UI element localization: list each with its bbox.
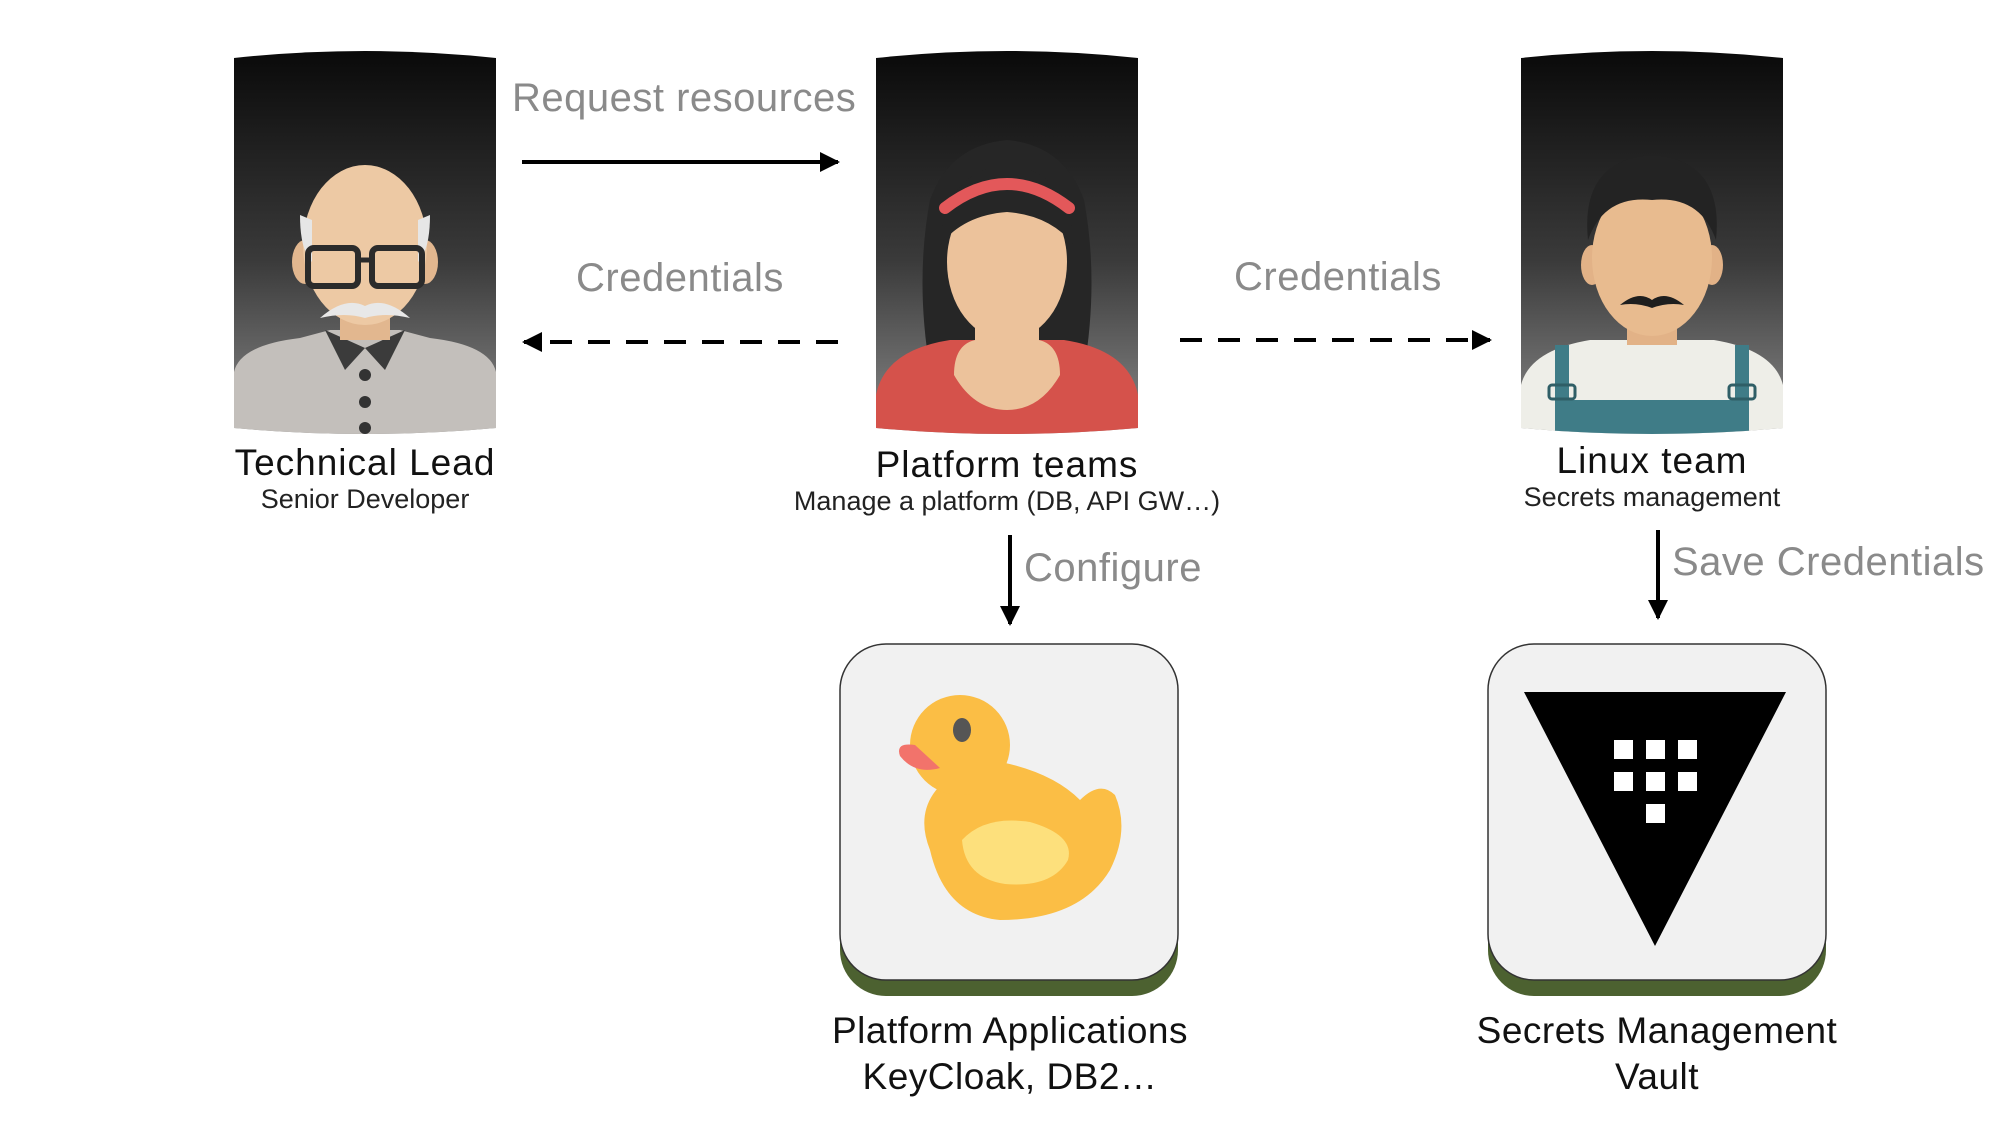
technical-lead-subtitle: Senior Developer [260,484,470,514]
vault-icon [1524,692,1786,946]
platform-apps-card [839,643,1179,996]
technical-lead-title: Technical Lead [234,442,496,483]
platform-team-avatar [876,51,1138,434]
vault-label: Secrets Management Vault [1407,1008,1907,1100]
edge-label-request: Request resources [512,76,857,120]
platform-team-subtitle: Manage a platform (DB, API GW…) [793,486,1221,516]
vault-card [1487,643,1827,996]
edge-label-save-credentials: Save Credentials [1672,540,1985,584]
technical-lead-avatar [234,51,496,434]
platform-team-label: Platform teams Manage a platform (DB, AP… [757,444,1257,517]
vault-line1: Secrets Management [1476,1010,1838,1051]
platform-team-title: Platform teams [875,444,1139,485]
linux-team-avatar [1521,51,1783,434]
vault-line2: Vault [1614,1056,1700,1097]
linux-team-subtitle: Secrets management [1523,482,1781,512]
platform-apps-line2: KeyCloak, DB2… [862,1056,1158,1097]
linux-team-label: Linux team Secrets management [1502,440,1802,513]
edge-label-configure: Configure [1024,546,1202,590]
technical-lead-label: Technical Lead Senior Developer [215,442,515,515]
linux-team-title: Linux team [1556,440,1748,481]
platform-apps-label: Platform Applications KeyCloak, DB2… [760,1008,1260,1100]
duck-icon [899,695,1122,920]
edge-label-credentials-right: Credentials [1234,255,1442,299]
edge-label-credentials-left: Credentials [576,256,784,300]
platform-apps-line1: Platform Applications [831,1010,1188,1051]
